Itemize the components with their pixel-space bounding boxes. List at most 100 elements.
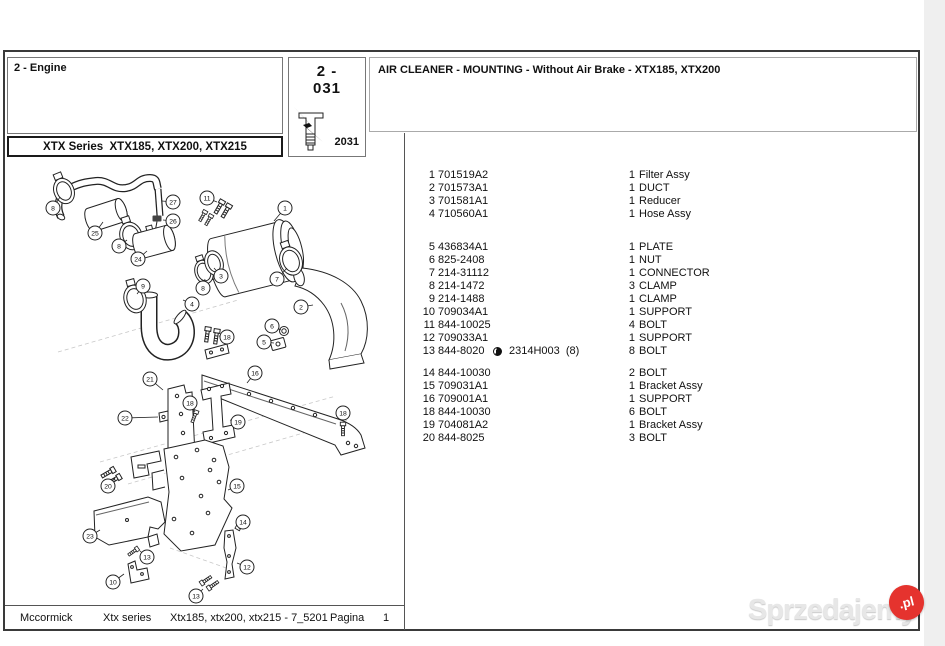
footer-series: Xtx series	[103, 612, 152, 624]
page-code-small: 2031	[334, 136, 359, 148]
plate-drawing	[93, 496, 166, 548]
callout-21	[142, 371, 158, 387]
callout-9	[135, 278, 151, 294]
callout-number: 24	[134, 256, 142, 263]
bolt-drawing	[204, 326, 221, 345]
callout-number: 8	[51, 205, 55, 212]
callout-number: 7	[275, 276, 279, 283]
panel-divider	[404, 133, 405, 630]
callout-number: 11	[203, 195, 210, 202]
callout-16	[247, 365, 263, 381]
bolt-drawing	[198, 198, 234, 227]
callout-number: 8	[201, 285, 205, 292]
callout-number: 27	[169, 199, 177, 206]
bolt-lightning-icon	[293, 106, 324, 151]
callout-22	[117, 410, 133, 426]
strip-support-drawing	[223, 529, 237, 580]
nut-drawing	[279, 326, 289, 336]
parts-drawing	[52, 171, 368, 592]
footer-divider	[5, 605, 405, 606]
callout-24	[130, 251, 146, 267]
bracket-assy-drawing	[200, 382, 236, 445]
support-bracket-drawing	[127, 560, 150, 584]
callout-19	[230, 414, 246, 430]
page-right-margin	[924, 0, 945, 646]
series-label: XTX Series XTX185, XTX200, XTX215	[43, 140, 247, 153]
callout-20	[100, 478, 116, 494]
callout-8	[45, 200, 61, 216]
callout-number: 25	[91, 230, 99, 237]
callout-number: 13	[143, 554, 151, 561]
callout-2	[293, 299, 309, 315]
callout-14	[235, 514, 251, 530]
callout-11	[199, 190, 215, 206]
callout-number: 16	[251, 370, 259, 377]
callout-13	[139, 549, 155, 565]
callout-1	[277, 200, 293, 216]
footer-models: Xtx185, xtx200, xtx215 - 7_5201	[170, 612, 328, 624]
callout-18	[182, 395, 198, 411]
series-bar: XTX Series XTX185, XTX200, XTX215	[7, 136, 283, 157]
callout-number: 23	[86, 533, 94, 540]
fitting-drawing	[152, 215, 162, 222]
callout-3	[213, 268, 229, 284]
callout-number: 22	[121, 415, 129, 422]
footer-page-number: 1	[383, 612, 390, 624]
callout-number: 14	[239, 519, 247, 526]
watermark-sprzedajemy: Sprzedajemy .pl	[748, 581, 938, 633]
section-header-box: 2 - Engine	[7, 57, 283, 134]
reducer-drawing	[204, 250, 224, 276]
callout-number: 6	[270, 323, 274, 330]
clamp-drawing	[52, 171, 75, 205]
callout-4	[184, 296, 200, 312]
tab-bracket-drawing	[204, 343, 230, 360]
callout-number: 26	[169, 218, 177, 225]
callout-number: 21	[146, 376, 154, 383]
support-plate-drawing	[151, 439, 233, 552]
callout-number: 18	[339, 410, 347, 417]
footer-page-label: Pagina	[330, 612, 365, 624]
callout-number: 4	[190, 301, 194, 308]
clamp-drawing	[279, 239, 303, 276]
callout-number: 9	[141, 283, 145, 290]
callout-number: 18	[186, 400, 194, 407]
callout-25	[87, 225, 103, 241]
callout-27	[165, 194, 181, 210]
callout-12	[239, 559, 255, 575]
elbow-duct-drawing	[293, 267, 368, 370]
footer-brand: Mccormick	[20, 612, 73, 624]
callout-number: 13	[192, 593, 200, 600]
callout-number: 2	[299, 304, 303, 311]
duct-drawing	[84, 198, 128, 232]
callout-18	[335, 405, 351, 421]
callout-18	[219, 329, 235, 345]
callout-15	[229, 478, 245, 494]
callout-number: 19	[234, 419, 242, 426]
callout-number: 18	[223, 334, 231, 341]
connector-drawing	[132, 224, 176, 260]
footer: Mccormick Xtx series Xtx185, xtx200, xtx…	[0, 612, 405, 630]
drawing-title: AIR CLEANER - MOUNTING - Without Air Bra…	[378, 64, 721, 76]
callout-number: 8	[117, 243, 121, 250]
callout-number: 10	[109, 579, 117, 586]
page-code: 2 - 031	[312, 63, 342, 97]
callout-7	[269, 271, 285, 287]
callout-number: 1	[283, 205, 287, 212]
page-code-box: 2 - 031 2031	[288, 57, 366, 157]
callout-23	[82, 528, 98, 544]
callout-13	[188, 588, 204, 604]
section-title: 2 - Engine	[14, 62, 67, 74]
callout-5	[256, 334, 272, 350]
callout-number: 20	[104, 483, 112, 490]
callout-26	[165, 213, 181, 229]
callout-layer: 8252726824111389472651821221618191815202…	[45, 190, 351, 604]
drawing-title-box: AIR CLEANER - MOUNTING - Without Air Bra…	[369, 57, 917, 132]
hose-assy-drawing	[140, 291, 195, 361]
callout-6	[264, 318, 280, 334]
callout-8	[111, 238, 127, 254]
callout-number: 15	[233, 483, 241, 490]
callout-number: 5	[262, 339, 266, 346]
callout-10	[105, 574, 121, 590]
